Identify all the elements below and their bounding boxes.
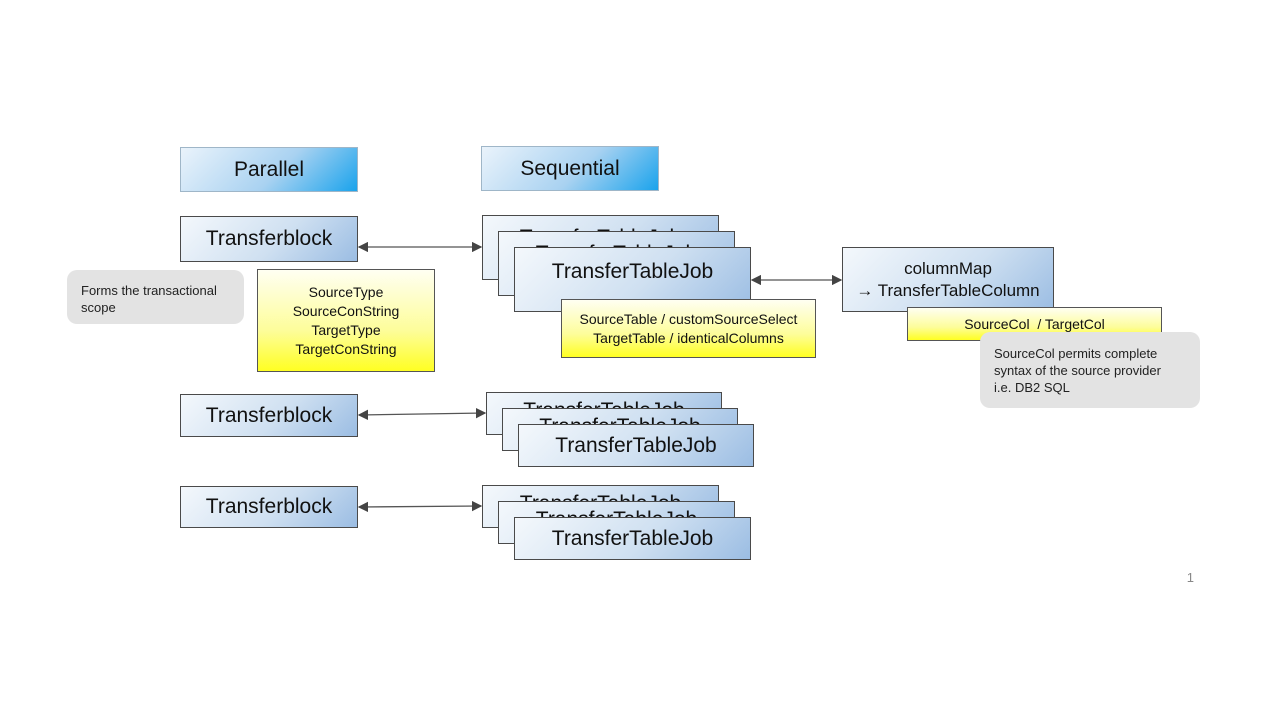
transferblock-properties: SourceType SourceConString TargetType Ta… [257,269,435,372]
note-sourcecol: SourceCol permits complete syntax of the… [980,332,1200,408]
header-parallel: Parallel [180,147,358,192]
prop-target-type: TargetType [311,321,381,338]
page-number: 1 [1186,570,1194,585]
note-sourcecol-line-1: SourceCol permits complete [994,346,1158,361]
prop-source-con-string: SourceConString [292,302,400,319]
arrow-block3-job3 [357,500,483,513]
transfer-table-column-label: → TransferTableColumn [856,280,1040,300]
transferblock-1: Transferblock [180,216,358,262]
note-sourcecol-line-2: syntax of the source provider [994,363,1161,378]
note-scope-line-2: scope [81,300,116,315]
prop-source-target-col: SourceCol / TargetCol [964,315,1105,332]
note-sourcecol-line-3: i.e. DB2 SQL [994,380,1070,395]
prop-target-table: TargetTable / identicalColumns [593,329,784,346]
header-sequential: Sequential [481,146,659,191]
transfer-table-job-properties: SourceTable / customSourceSelect TargetT… [561,299,816,358]
column-map-label: columnMap [904,258,992,278]
transferblock-2: Transferblock [180,394,358,437]
transfer-table-job-2: TransferTableJob [518,424,754,467]
arrow-block2-job2 [357,407,487,421]
prop-source-type: SourceType [308,283,384,300]
transfer-table-job-3: TransferTableJob [514,517,751,560]
transferblock-3: Transferblock [180,486,358,528]
column-map-box: columnMap → TransferTableColumn [842,247,1054,312]
prop-target-con-string: TargetConString [295,340,397,357]
note-transactional-scope: Forms the transactional scope [67,270,244,324]
note-scope-line-1: Forms the transactional [81,283,217,298]
prop-source-table: SourceTable / customSourceSelect [579,310,798,327]
